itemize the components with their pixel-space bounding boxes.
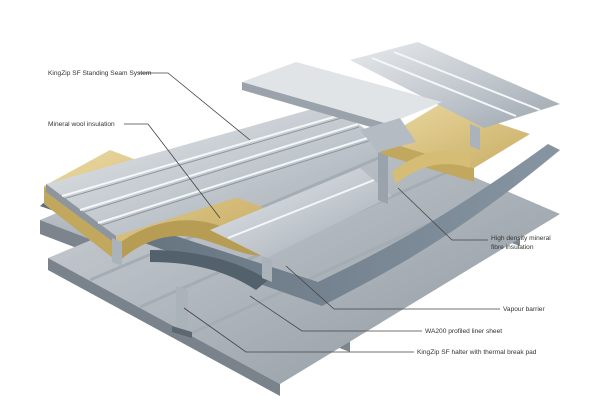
seam-rear-upright <box>470 124 480 150</box>
seam-rear-rib-1 <box>371 57 517 117</box>
membrane-sheet <box>40 144 560 306</box>
seam-rib-2 <box>79 123 359 211</box>
mineral-wool-side <box>44 186 118 262</box>
leader-liner <box>249 295 422 332</box>
seam-upright-right <box>262 256 272 282</box>
callout-labels: KingZip SF Standing Seam System Mineral … <box>48 70 551 356</box>
leader-hd-insulation <box>397 187 488 241</box>
halter-pad <box>172 326 192 338</box>
mineral-wool-curve <box>118 220 270 262</box>
hd-insulation-block <box>380 104 530 168</box>
label-hd-insulation-line1: High density mineral <box>491 235 551 242</box>
label-kingzip: KingZip SF Standing Seam System <box>48 70 152 77</box>
liner-edge <box>48 258 280 396</box>
ridge-bracket <box>360 118 416 152</box>
standing-seam-sheets <box>46 42 560 282</box>
label-hd-insulation-line2: fibre insulation <box>491 244 534 251</box>
seam-rib-1 <box>61 113 345 197</box>
ridge-plate <box>242 62 442 204</box>
seam-lower-rib <box>227 179 375 239</box>
label-liner-sheet: WA200 profiled liner sheet <box>425 328 502 335</box>
hd-insulation-strip <box>392 150 470 184</box>
seam-rib-3 <box>97 135 375 224</box>
label-halter: KingZip SF halter with thermal break pad <box>417 349 537 356</box>
seam-rear-rib-2 <box>393 51 541 111</box>
leader-kingzip <box>138 72 251 141</box>
seam-rib-3-shadow <box>98 138 376 227</box>
vapour-barrier <box>40 144 560 306</box>
label-vapour-barrier: Vapour barrier <box>503 306 545 313</box>
seam-sheet-rear <box>350 42 560 128</box>
leader-mineral-wool <box>124 123 221 219</box>
leader-halter <box>183 307 414 353</box>
seam-rib-2-shadow <box>80 126 360 214</box>
liner-rib-4 <box>239 204 541 363</box>
front-halter <box>172 286 192 338</box>
leader-lines <box>124 72 500 353</box>
leader-vapour <box>285 265 500 310</box>
ridge-plate-top <box>242 62 442 124</box>
ridge-bracket-post <box>378 152 388 204</box>
halter-body <box>176 286 188 332</box>
membrane-fold <box>150 250 268 290</box>
ridge-plate-edge <box>242 82 388 132</box>
seam-upright-left <box>112 238 122 266</box>
seam-rib-1-shadow <box>62 116 346 200</box>
label-mineral-wool: Mineral wool insulation <box>48 121 115 128</box>
